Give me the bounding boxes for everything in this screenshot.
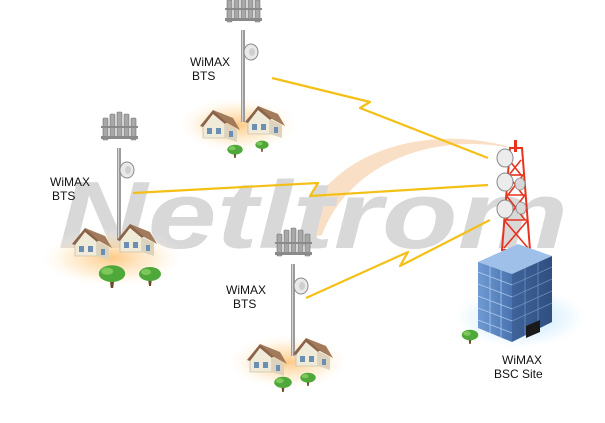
wireless-links	[132, 76, 491, 300]
link-bts-bottom-to-bsc	[305, 219, 491, 300]
bsc-label-line1: WiMAX	[502, 353, 542, 367]
bsc-label-line2: BSC Site	[494, 367, 543, 381]
bts-top-label-line1: WiMAX	[190, 55, 230, 69]
bts-top-label-line2: BTS	[192, 69, 215, 83]
bts-bottom-label-line1: WiMAX	[226, 283, 266, 297]
bts-left-cluster: WiMAX BTS	[38, 111, 186, 288]
bts-bottom-cluster: WiMAX BTS	[226, 227, 350, 392]
bsc-site: WiMAX BSC Site	[450, 140, 590, 381]
bsc-mast-icon	[496, 140, 532, 251]
bts-left-label-line1: WiMAX	[50, 175, 90, 189]
bts-top-cluster: WiMAX BTS	[176, 0, 300, 158]
link-bts-left-to-bsc	[132, 181, 489, 198]
link-bts-top-to-bsc	[271, 76, 489, 160]
bsc-building-icon	[477, 244, 553, 342]
bts-left-label-line2: BTS	[52, 189, 75, 203]
tree-icon	[227, 144, 243, 158]
watermark-swoosh	[298, 138, 520, 240]
bts-bottom-label-line2: BTS	[233, 297, 256, 311]
